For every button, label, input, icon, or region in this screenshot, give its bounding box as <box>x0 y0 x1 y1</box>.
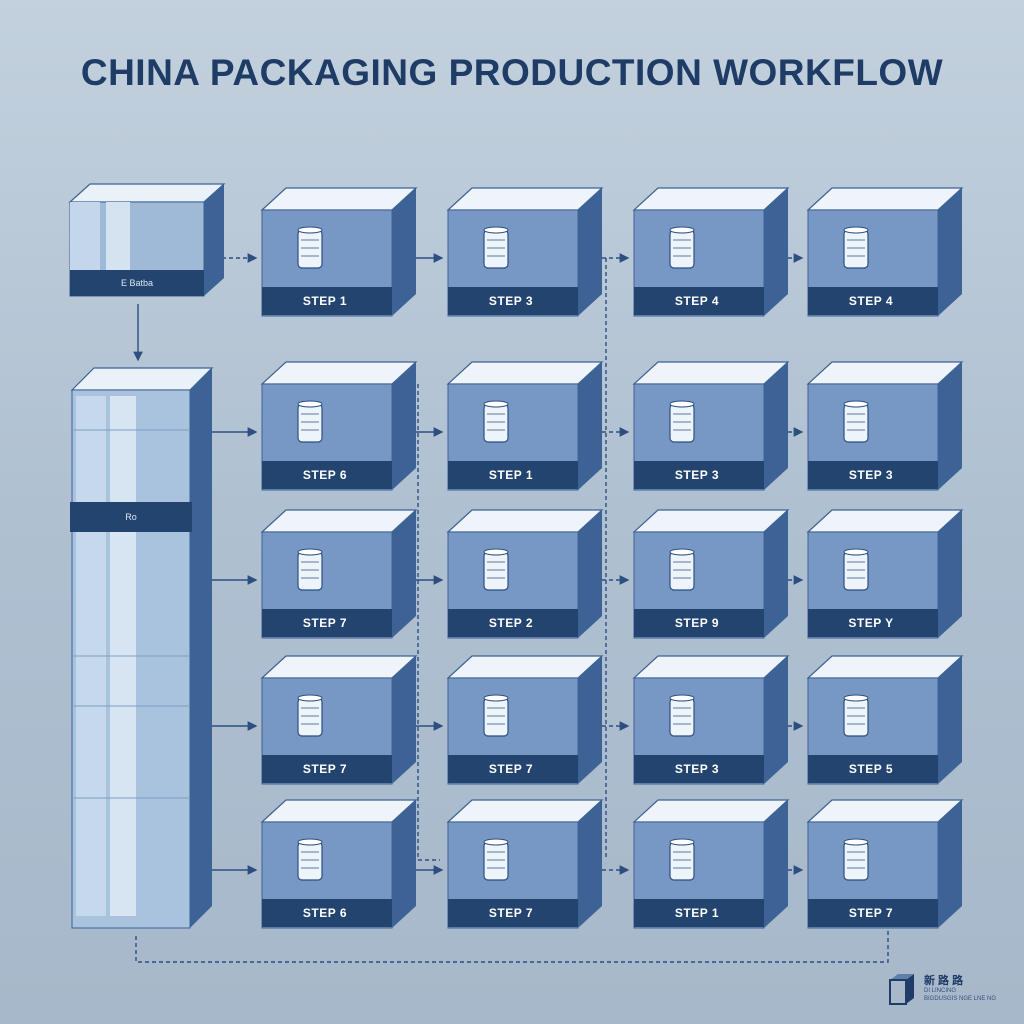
roll-icon <box>669 694 695 737</box>
jar-icon <box>297 226 323 269</box>
step-box: STEP 7 <box>446 798 606 938</box>
tray-icon <box>669 226 695 269</box>
step-box-shape <box>260 799 418 929</box>
step-box: STEP 4 <box>806 186 966 326</box>
page-title: CHINA PACKAGING PRODUCTION WORKFLOW <box>80 52 944 93</box>
step-box: STEP 3 <box>446 186 606 326</box>
step-box: STEP 5 <box>806 654 966 794</box>
step-box-shape <box>446 799 604 929</box>
step-box: STEP 7 <box>446 654 606 794</box>
step-box: STEP Y <box>806 508 966 648</box>
step-box-shape <box>632 361 790 491</box>
brand-logo: 新 路 路 DI LINCING BIGDUSGIS NGE LNE NG <box>888 970 1008 1010</box>
step-label: STEP 3 <box>674 762 720 776</box>
storage-column-label: Ro <box>125 512 137 522</box>
step-label: STEP 7 <box>302 616 348 630</box>
step-label: STEP 4 <box>674 294 720 308</box>
jar-icon <box>297 838 323 881</box>
step-box-shape <box>260 655 418 785</box>
step-label: STEP 3 <box>674 468 720 482</box>
logo-line-3: BIGDUSGIS NGE LNE NG <box>924 996 997 1002</box>
step-box-shape <box>446 361 604 491</box>
step-box: STEP 1 <box>446 360 606 500</box>
step-label: STEP 3 <box>848 468 894 482</box>
step-box-shape <box>632 655 790 785</box>
step-label: STEP 7 <box>848 906 894 920</box>
step-label: STEP 2 <box>488 616 534 630</box>
step-box-shape <box>806 655 964 785</box>
step-box-shape <box>260 187 418 317</box>
step-label: STEP 6 <box>302 468 348 482</box>
step-box-shape <box>806 361 964 491</box>
step-label: STEP 3 <box>488 294 534 308</box>
step-box: STEP 7 <box>806 798 966 938</box>
step-label: STEP 7 <box>488 762 534 776</box>
roll-icon <box>483 226 509 269</box>
step-label: STEP 7 <box>488 906 534 920</box>
source-box-label: E Batba <box>120 278 154 288</box>
step-box-shape <box>446 655 604 785</box>
step-box: STEP 6 <box>260 798 420 938</box>
step-label: STEP 6 <box>302 906 348 920</box>
step-label: STEP 1 <box>674 906 720 920</box>
flow-line <box>135 930 889 963</box>
tray-icon <box>669 838 695 881</box>
roll-icon <box>843 548 869 591</box>
step-box: STEP 1 <box>632 798 792 938</box>
jar-icon <box>843 400 869 443</box>
step-label: STEP 9 <box>674 616 720 630</box>
source-box-shape <box>68 183 226 297</box>
step-box-shape <box>260 361 418 491</box>
step-box-shape <box>806 509 964 639</box>
logo-line-2: DI LINCING <box>924 988 957 994</box>
roll-icon <box>483 838 509 881</box>
step-label: STEP Y <box>848 616 894 630</box>
bottle-icon <box>843 838 869 881</box>
step-box-shape <box>446 509 604 639</box>
bottle-icon <box>843 226 869 269</box>
storage-column: Ro <box>66 366 216 936</box>
step-box: STEP 7 <box>260 654 420 794</box>
logo-line-1: 新 路 路 <box>924 975 964 987</box>
step-label: STEP 5 <box>848 762 894 776</box>
step-box: STEP 3 <box>806 360 966 500</box>
step-box-shape <box>632 509 790 639</box>
step-box: STEP 3 <box>632 360 792 500</box>
tray-icon <box>297 548 323 591</box>
step-label: STEP 1 <box>302 294 348 308</box>
flow-line <box>417 384 440 861</box>
tray-icon <box>483 400 509 443</box>
jar-icon <box>669 548 695 591</box>
step-box: STEP 9 <box>632 508 792 648</box>
jar-icon <box>483 694 509 737</box>
tray-icon <box>843 694 869 737</box>
step-box-shape <box>806 187 964 317</box>
bottle-icon <box>483 548 509 591</box>
step-box-shape <box>260 509 418 639</box>
source-box: E Batba <box>66 182 226 302</box>
step-box-shape <box>446 187 604 317</box>
bottle-icon <box>669 400 695 443</box>
roll-icon <box>297 400 323 443</box>
storage-column-shape <box>70 367 214 929</box>
step-box: STEP 4 <box>632 186 792 326</box>
step-label: STEP 7 <box>302 762 348 776</box>
step-box-shape <box>806 799 964 929</box>
step-box: STEP 2 <box>446 508 606 648</box>
step-label: STEP 4 <box>848 294 894 308</box>
step-box-shape <box>632 799 790 929</box>
step-box: STEP 7 <box>260 508 420 648</box>
step-box-shape <box>632 187 790 317</box>
bottle-icon <box>297 694 323 737</box>
step-box: STEP 6 <box>260 360 420 500</box>
logo-icon <box>889 974 914 1005</box>
step-box: STEP 1 <box>260 186 420 326</box>
step-label: STEP 1 <box>488 468 534 482</box>
step-box: STEP 3 <box>632 654 792 794</box>
